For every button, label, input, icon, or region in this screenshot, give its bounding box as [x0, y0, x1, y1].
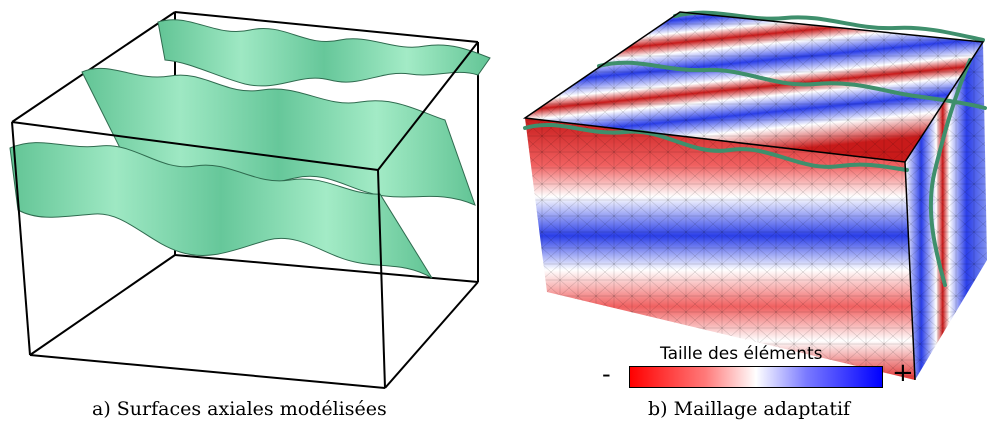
legend-min-label: -	[602, 360, 611, 388]
caption-panel-b: b) Maillage adaptatif	[648, 398, 851, 420]
axial-surface-traces	[523, 10, 987, 287]
adaptive-mesh-figure	[522, 10, 987, 380]
caption-panel-a: a) Surfaces axiales modélisées	[92, 398, 387, 420]
axial-surfaces-figure	[9, 11, 491, 389]
axial-surface-back	[157, 19, 491, 87]
legend-max-label: +	[892, 358, 914, 388]
legend-colorbar	[629, 366, 883, 388]
axial-surface-front	[9, 142, 433, 279]
legend-title: Taille des éléments	[660, 344, 823, 364]
box-front-edges	[11, 41, 479, 389]
